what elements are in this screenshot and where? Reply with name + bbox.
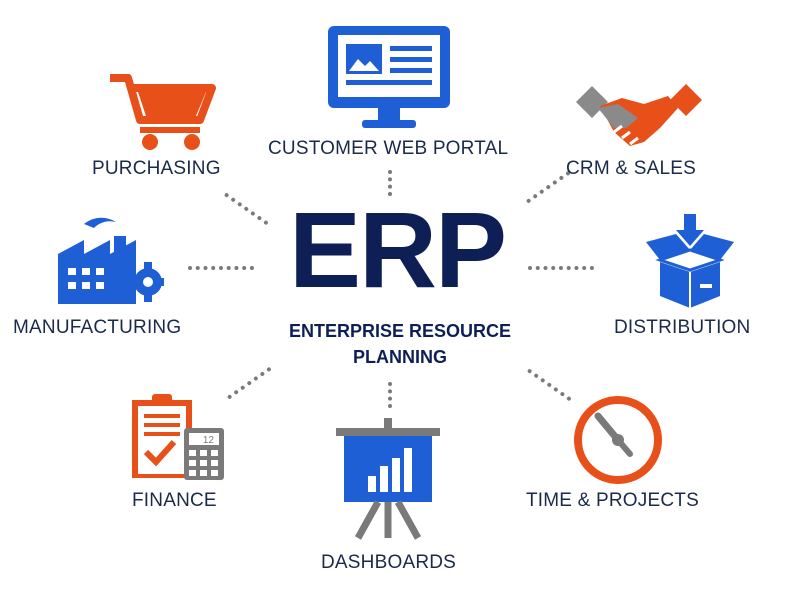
module-label-distribution: DISTRIBUTION — [614, 317, 751, 338]
connector-bottom-right — [526, 368, 572, 402]
svg-text:12: 12 — [203, 435, 215, 446]
module-label-customer-web-portal: CUSTOMER WEB PORTAL — [268, 138, 509, 159]
module-label-finance: FINANCE — [132, 490, 217, 511]
box-icon — [646, 214, 734, 308]
erp-subtitle-line1: ENTERPRISE RESOURCE — [288, 321, 512, 341]
module-label-time-projects: TIME & PROJECTS — [526, 490, 699, 511]
monitor-icon — [328, 26, 450, 128]
connector-bottom — [388, 382, 392, 408]
module-label-purchasing: PURCHASING — [92, 158, 221, 179]
checklist-calculator-icon: 12 — [132, 394, 224, 480]
connector-bottom-left — [226, 366, 272, 400]
erp-subtitle-line2: PLANNING — [353, 347, 447, 367]
module-label-dashboards: DASHBOARDS — [321, 552, 457, 573]
connector-top-right — [525, 170, 571, 204]
connector-right — [528, 266, 594, 270]
handshake-icon — [576, 84, 702, 146]
shopping-cart-icon — [110, 74, 216, 150]
erp-title: ERP — [288, 189, 507, 310]
connector-top — [388, 170, 392, 196]
factory-icon — [58, 217, 164, 304]
clock-icon — [574, 396, 662, 484]
presentation-chart-icon — [336, 418, 440, 540]
module-label-crm-sales: CRM & SALES — [566, 158, 696, 179]
erp-subtitle: ENTERPRISE RESOURCE PLANNING — [255, 318, 545, 370]
connector-left — [188, 266, 254, 270]
module-label-manufacturing: MANUFACTURING — [13, 317, 182, 338]
